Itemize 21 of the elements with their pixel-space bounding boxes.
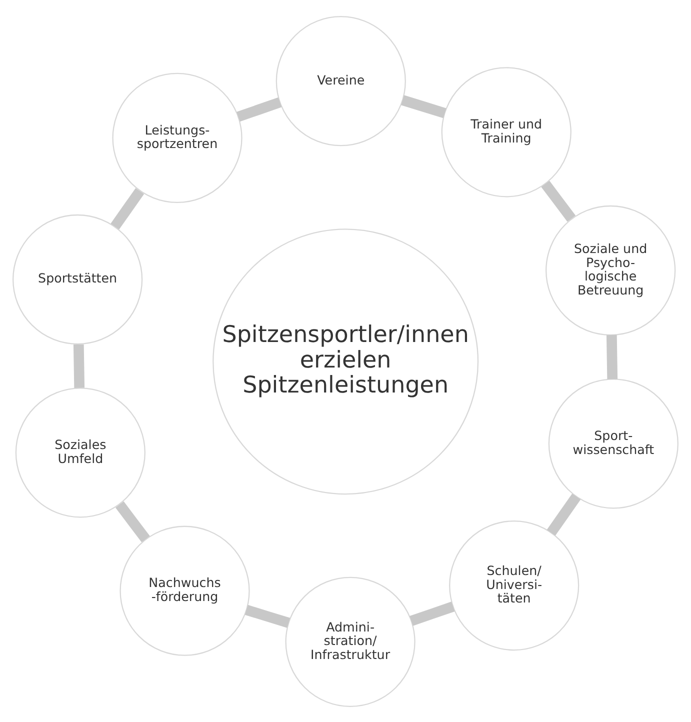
node-circle: Nachwuchs -förderung bbox=[120, 525, 250, 656]
node-circle: Leistungs- sportzentren bbox=[112, 72, 242, 203]
node-circle: Admini- stration/ Infrastruktur bbox=[285, 576, 416, 706]
connector bbox=[606, 334, 618, 379]
node-circle: Soziale und Psycho- logische Betreuung bbox=[546, 204, 676, 336]
connector bbox=[410, 601, 455, 626]
connector bbox=[115, 500, 150, 542]
node-circle: Sport- wissenschaft bbox=[548, 378, 678, 508]
connector bbox=[110, 188, 144, 230]
connector bbox=[73, 344, 85, 388]
connector bbox=[236, 96, 282, 122]
node-circle: Vereine bbox=[276, 16, 406, 146]
connector bbox=[541, 180, 576, 222]
node-circle: Trainer und Training bbox=[441, 66, 572, 197]
node-circle: Spitzensportler/innen erzielen Spitzenleistungen bbox=[212, 228, 479, 494]
connector bbox=[546, 493, 581, 536]
connector bbox=[401, 94, 446, 118]
node-circle: Soziales Umfeld bbox=[15, 387, 146, 518]
node-circle: Schulen/ Universi- täten bbox=[449, 520, 580, 650]
node-circle: Sportstätten bbox=[12, 214, 143, 344]
connector bbox=[244, 604, 290, 628]
